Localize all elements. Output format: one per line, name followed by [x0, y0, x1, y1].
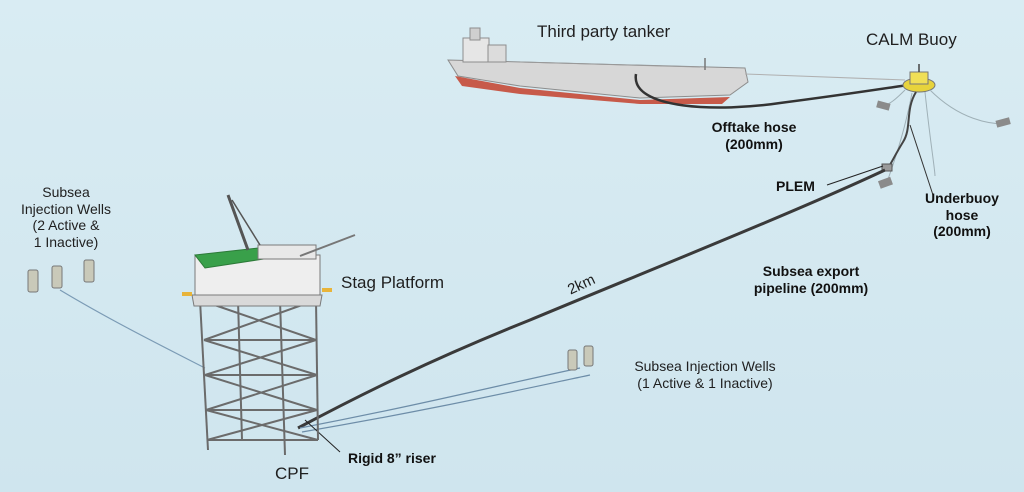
tanker-label: Third party tanker [537, 22, 671, 41]
cpf-label: CPF [275, 464, 309, 483]
export-pipeline [297, 168, 886, 430]
subsea-wells-right [567, 345, 594, 371]
offtake-hose [634, 73, 916, 109]
plem-label: PLEM [776, 178, 815, 194]
tanker-ship [447, 27, 749, 104]
riser-label: Rigid 8” riser [348, 450, 436, 466]
offtake-hose-label: Offtake hose (200mm) [711, 119, 797, 152]
subsea-wells-left-label: Subsea Injection Wells (2 Active & 1 Ina… [20, 184, 111, 250]
flowlines [59, 289, 591, 433]
underbuoy-leader [909, 124, 934, 196]
plem-leader [826, 165, 884, 186]
plem [881, 163, 893, 172]
platform-label: Stag Platform [341, 273, 444, 292]
calm-buoy-label: CALM Buoy [866, 30, 957, 49]
underbuoy-hose [887, 91, 917, 169]
subsea-wells-right-label: Subsea Injection Wells (1 Active & 1 Ina… [634, 358, 776, 391]
underbuoy-hose-label: Underbuoy hose (200mm) [925, 190, 999, 240]
riser-leader [304, 419, 341, 453]
stag-platform [182, 194, 356, 456]
hawser-line [744, 73, 906, 81]
anchor [876, 100, 891, 111]
anchor [877, 176, 893, 189]
subsea-wells-left [27, 259, 95, 293]
export-pipeline-label: Subsea export pipeline (200mm) [753, 263, 869, 296]
calm-buoy [902, 64, 936, 93]
